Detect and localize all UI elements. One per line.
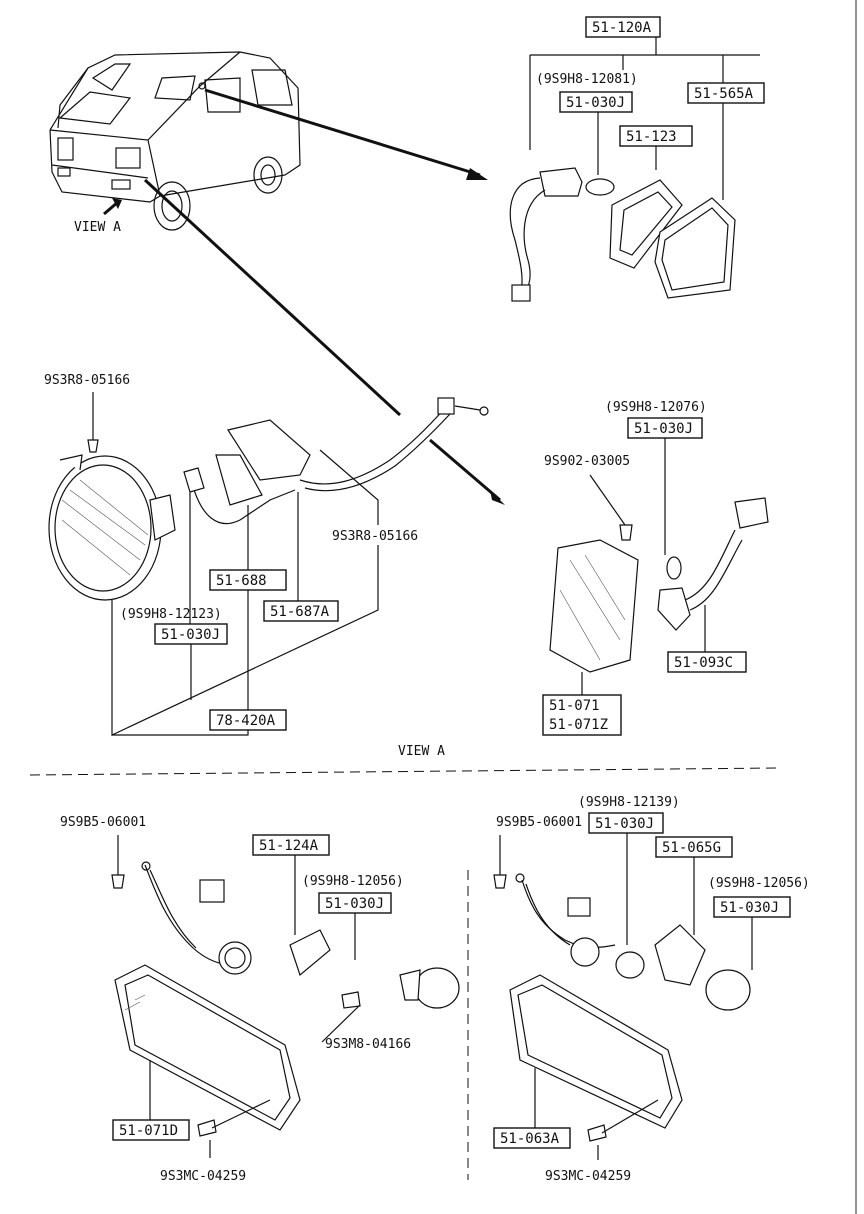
rear-lens-icon (114, 964, 301, 1131)
connector-icon (511, 284, 531, 302)
part-number-51-123[interactable]: 51-123 (626, 129, 677, 145)
connector-icon (199, 879, 225, 903)
dome-lamp-group: 51-120A (9S9H8-12081) 51-030J 51-123 51-… (509, 16, 765, 302)
view-a-callout: VIEW A (74, 220, 121, 235)
pn-box (585, 16, 661, 38)
gasket-icon (609, 179, 683, 269)
part-number-51-030J-b[interactable]: 51-030J (161, 627, 220, 643)
screw-label-br-bottom: 9S3MC-04259 (545, 1169, 631, 1184)
screw-icon (197, 1119, 217, 1137)
leader-van-to-dome (204, 88, 481, 177)
screw-label-top: 9S3R8-05166 (44, 373, 130, 388)
screw-label-bl: 9S9B5-06001 (60, 815, 146, 830)
part-number-78-420A[interactable]: 78-420A (216, 713, 276, 729)
side-lens-icon (549, 539, 639, 673)
part-number-51-565A[interactable]: 51-565A (694, 86, 754, 102)
part-number-51-030J-c[interactable]: 51-030J (634, 421, 693, 437)
leader-van-to-side (429, 438, 501, 502)
connector-icon (567, 897, 591, 917)
rear-lens-icon (509, 974, 683, 1129)
part-number-51-687A[interactable]: 51-687A (270, 604, 330, 620)
connector-icon (734, 497, 769, 529)
note-12123: (9S9H8-12123) (120, 607, 222, 622)
part-number-51-093C[interactable]: 51-093C (674, 655, 733, 671)
screw-label-right: 9S3R8-05166 (332, 529, 418, 544)
connector-icon (437, 397, 455, 415)
screw-icon (493, 874, 507, 889)
screw-icon (111, 874, 125, 889)
socket-icon (570, 937, 600, 967)
rear-lamp-left-group: 9S9B5-06001 51-124A (9S9H8-12056) 51-030… (60, 815, 460, 1184)
part-number-51-030J-d[interactable]: 51-030J (325, 896, 384, 912)
bulb-icon (615, 951, 645, 979)
socket-icon (539, 167, 583, 197)
socket-icon (657, 587, 691, 631)
fog-lamp-icon (48, 455, 162, 601)
part-number-51-030J-a[interactable]: 51-030J (566, 95, 625, 111)
part-number-51-030J-f[interactable]: 51-030J (720, 900, 779, 916)
note-12076: (9S9H8-12076) (605, 400, 707, 415)
part-number-51-120A[interactable]: 51-120A (592, 20, 652, 36)
part-number-51-065G[interactable]: 51-065G (662, 840, 721, 856)
socket-icon (218, 941, 252, 975)
bulb-icon (666, 556, 682, 580)
screw-label-bl-bottom: 9S3MC-04259 (160, 1169, 246, 1184)
screw-icon (619, 524, 633, 541)
bolt-label: 9S3M8-04166 (325, 1037, 411, 1052)
screw-icon (87, 439, 99, 453)
part-number-51-071D[interactable]: 51-071D (119, 1123, 178, 1139)
screw-label-br: 9S9B5-06001 (496, 815, 582, 830)
part-number-51-071Z[interactable]: 51-071Z (549, 717, 608, 733)
bracket-icon (227, 419, 311, 481)
part-number-51-030J-e[interactable]: 51-030J (595, 816, 654, 832)
note-12139: (9S9H8-12139) (578, 795, 680, 810)
part-number-51-688[interactable]: 51-688 (216, 573, 267, 589)
section-divider (29, 767, 781, 776)
note-12056-b: (9S9H8-12056) (708, 876, 810, 891)
view-a-section-label: VIEW A (398, 744, 445, 759)
side-lamp-group: (9S9H8-12076) 51-030J 9S902-03005 51-093… (542, 400, 769, 736)
fog-lamp-group: 9S3R8-05166 9S3R8-05166 51-688 51-687A (… (44, 373, 489, 736)
dome-lens-icon (654, 197, 736, 299)
screw-label-9S902: 9S902-03005 (544, 454, 630, 469)
note-12056-a: (9S9H8-12056) (302, 874, 404, 889)
bulb-icon (414, 967, 460, 1009)
note-12081: (9S9H8-12081) (536, 72, 638, 87)
part-number-51-071[interactable]: 51-071 (549, 698, 600, 714)
bulb-icon (585, 178, 615, 196)
part-number-51-063A[interactable]: 51-063A (500, 1131, 560, 1147)
rear-lamp-right-group: 9S9B5-06001 (9S9H8-12139) 51-030J 51-065… (493, 795, 810, 1184)
bolt-icon (341, 991, 361, 1009)
leader-van-to-fog (143, 178, 402, 417)
bulb-icon (705, 969, 751, 1011)
part-number-51-124A[interactable]: 51-124A (259, 838, 319, 854)
screw-icon (587, 1124, 607, 1142)
van-illustration (49, 51, 301, 231)
